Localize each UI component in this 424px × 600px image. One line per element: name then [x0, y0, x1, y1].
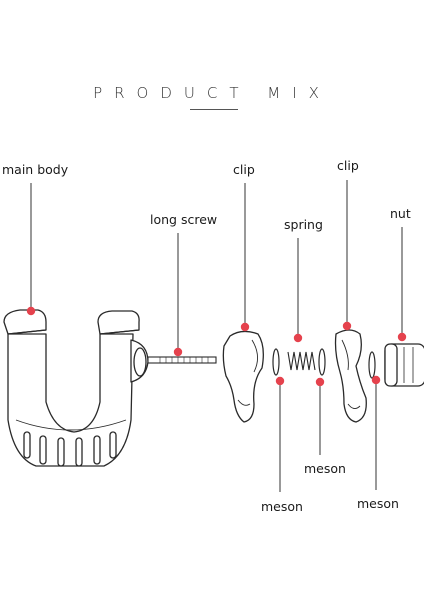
long-screw	[147, 356, 217, 364]
main-body	[3, 309, 149, 467]
nut	[384, 343, 424, 387]
dot-clip-right	[342, 321, 352, 331]
meson-left	[272, 348, 280, 376]
dot-long-screw	[173, 347, 183, 357]
title-underline	[190, 109, 238, 110]
dot-meson-right	[371, 375, 381, 385]
dot-nut	[397, 332, 407, 342]
dot-clip-left	[240, 322, 250, 332]
label-long-screw: long screw	[150, 212, 218, 227]
dot-main-body	[26, 306, 36, 316]
leader-lines	[30, 180, 403, 492]
label-clip-right: clip	[337, 158, 359, 173]
label-meson-middle: meson	[304, 461, 346, 476]
clip-right	[334, 329, 367, 423]
dot-meson-middle	[315, 377, 325, 387]
label-nut: nut	[390, 206, 411, 221]
clip-left	[222, 330, 264, 423]
label-meson-right: meson	[357, 496, 399, 511]
marker-dots	[26, 306, 407, 387]
dot-meson-left	[275, 376, 285, 386]
dot-spring	[293, 333, 303, 343]
spring	[287, 351, 316, 371]
label-main-body: main body	[2, 162, 69, 177]
meson-right	[368, 351, 376, 379]
label-spring: spring	[284, 217, 323, 232]
label-clip-left: clip	[233, 162, 255, 177]
meson-middle	[318, 348, 326, 376]
label-meson-left: meson	[261, 499, 303, 514]
page-title: PRODUCT MIX	[93, 84, 331, 102]
